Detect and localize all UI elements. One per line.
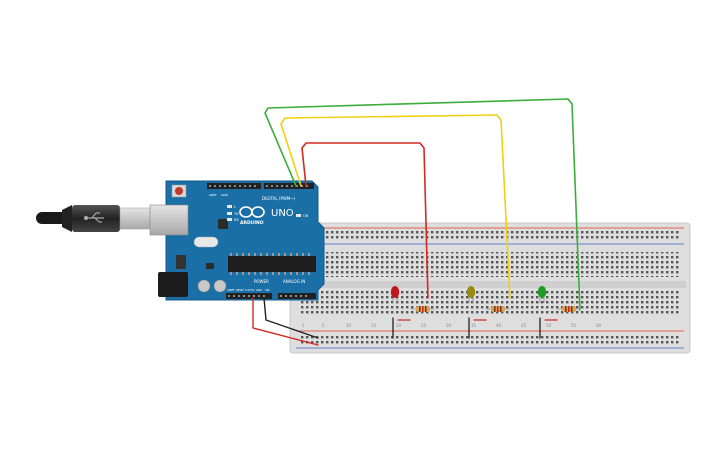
- svg-text:45: 45: [521, 323, 527, 328]
- gnd-label-top: GND: [221, 193, 229, 197]
- resistor-1-band: [422, 306, 424, 312]
- usb-plug-metal: [119, 207, 151, 230]
- bottom-rail-holes-1: [300, 334, 680, 339]
- svg-text:20: 20: [396, 323, 402, 328]
- led-green-body: [537, 286, 547, 298]
- svg-text:30: 30: [446, 323, 452, 328]
- led-yellow-body: [466, 286, 476, 298]
- small-component: [206, 263, 214, 269]
- usb-b-jack: [149, 204, 189, 236]
- wire-yellow[interactable]: [280, 114, 511, 299]
- resistor-1-band: [425, 306, 427, 312]
- wires[interactable]: [252, 98, 581, 346]
- v33-label: 3.3V: [245, 288, 251, 292]
- wire-black-gnd[interactable]: [263, 297, 319, 339]
- resistor-1-band: [419, 306, 421, 312]
- resistor-3-band: [565, 306, 567, 312]
- on-label: ON: [303, 214, 309, 218]
- svg-text:35: 35: [471, 323, 477, 328]
- reset-button[interactable]: [175, 187, 183, 195]
- upper-terminal-holes: [300, 252, 680, 277]
- l-led: [227, 205, 232, 208]
- wire-red-5v[interactable]: [252, 297, 319, 346]
- resistor-3-band: [568, 306, 570, 312]
- atmega-chip: [228, 253, 316, 275]
- usb-icon: [83, 212, 104, 223]
- rx-label: RX: [234, 218, 239, 222]
- arduino-infinity-logo: [239, 206, 265, 218]
- svg-text:15: 15: [371, 323, 377, 328]
- led-green[interactable]: [537, 286, 547, 303]
- crystal-oscillator: [193, 236, 219, 248]
- center-channel: [294, 281, 686, 288]
- usb-cable-strain-relief: [62, 205, 72, 232]
- resistor-2[interactable]: [486, 306, 510, 312]
- uno-logo-text: UNO: [271, 208, 294, 219]
- power-label: POWER: [254, 279, 269, 284]
- vin-label: VIN: [265, 288, 269, 292]
- arduino-uno-board[interactable]: L TX RX ON ARDUINO UNO DIGITAL (PWM~) AR…: [149, 180, 325, 301]
- bottom-header-pins: [228, 295, 307, 297]
- resistor-1[interactable]: [411, 306, 435, 312]
- digital-label: DIGITAL (PWM~): [262, 196, 296, 201]
- svg-text:60: 60: [596, 323, 602, 328]
- bottom-rail-holes-2: [300, 340, 680, 345]
- column-numbers: 1 5 10 15 20 25 30 35 40 45 50 55 60: [302, 323, 602, 328]
- svg-text:55: 55: [571, 323, 577, 328]
- resistor-2-band: [500, 306, 502, 312]
- usb-cable-tail: [36, 212, 68, 224]
- rx-led: [227, 218, 232, 221]
- breadboard[interactable]: 1 5 10 15 20 25 30 35 40 45 50 55 60: [289, 222, 691, 354]
- lower-terminal-holes: [300, 291, 680, 316]
- small-ic: [218, 219, 228, 229]
- led-yellow[interactable]: [466, 286, 476, 303]
- v5-label: 5V: [251, 288, 255, 292]
- digital-header-pins: [209, 185, 308, 187]
- dc-power-jack: [158, 272, 188, 297]
- digital-header-right: [264, 183, 314, 189]
- led-red-body: [390, 286, 400, 298]
- analog-label: ANALOG IN: [283, 279, 305, 284]
- reset-label: RESET: [236, 288, 244, 292]
- capacitor-2: [213, 279, 227, 293]
- resistor-2-band: [494, 306, 496, 312]
- voltage-regulator: [176, 255, 186, 269]
- led-red[interactable]: [390, 286, 400, 303]
- wire-red-signal[interactable]: [301, 142, 429, 299]
- on-led: [296, 214, 301, 217]
- arduino-brand-text: ARDUINO: [240, 220, 264, 226]
- resistor-3[interactable]: [557, 306, 581, 312]
- tx-led: [227, 212, 232, 215]
- resistor-2-band: [497, 306, 499, 312]
- svg-text:1: 1: [302, 323, 305, 328]
- gnd-label-bottom: GND: [256, 288, 262, 292]
- wire-green[interactable]: [264, 98, 581, 311]
- short-jumpers[interactable]: [392, 317, 558, 339]
- capacitor-1: [197, 279, 211, 293]
- tx-label: TX: [233, 212, 239, 216]
- usb-cable[interactable]: [36, 205, 151, 232]
- l-label: L: [234, 205, 236, 209]
- svg-text:25: 25: [421, 323, 427, 328]
- svg-text:50: 50: [546, 323, 552, 328]
- top-rail-holes-1: [300, 230, 680, 235]
- aref-label: AREF: [209, 193, 217, 197]
- resistor-3-band: [571, 306, 573, 312]
- svg-text:10: 10: [346, 323, 352, 328]
- svg-text:40: 40: [496, 323, 502, 328]
- ioref-label: IOREF: [227, 288, 235, 292]
- top-rail-holes-2: [300, 236, 680, 241]
- svg-text:5: 5: [322, 323, 325, 328]
